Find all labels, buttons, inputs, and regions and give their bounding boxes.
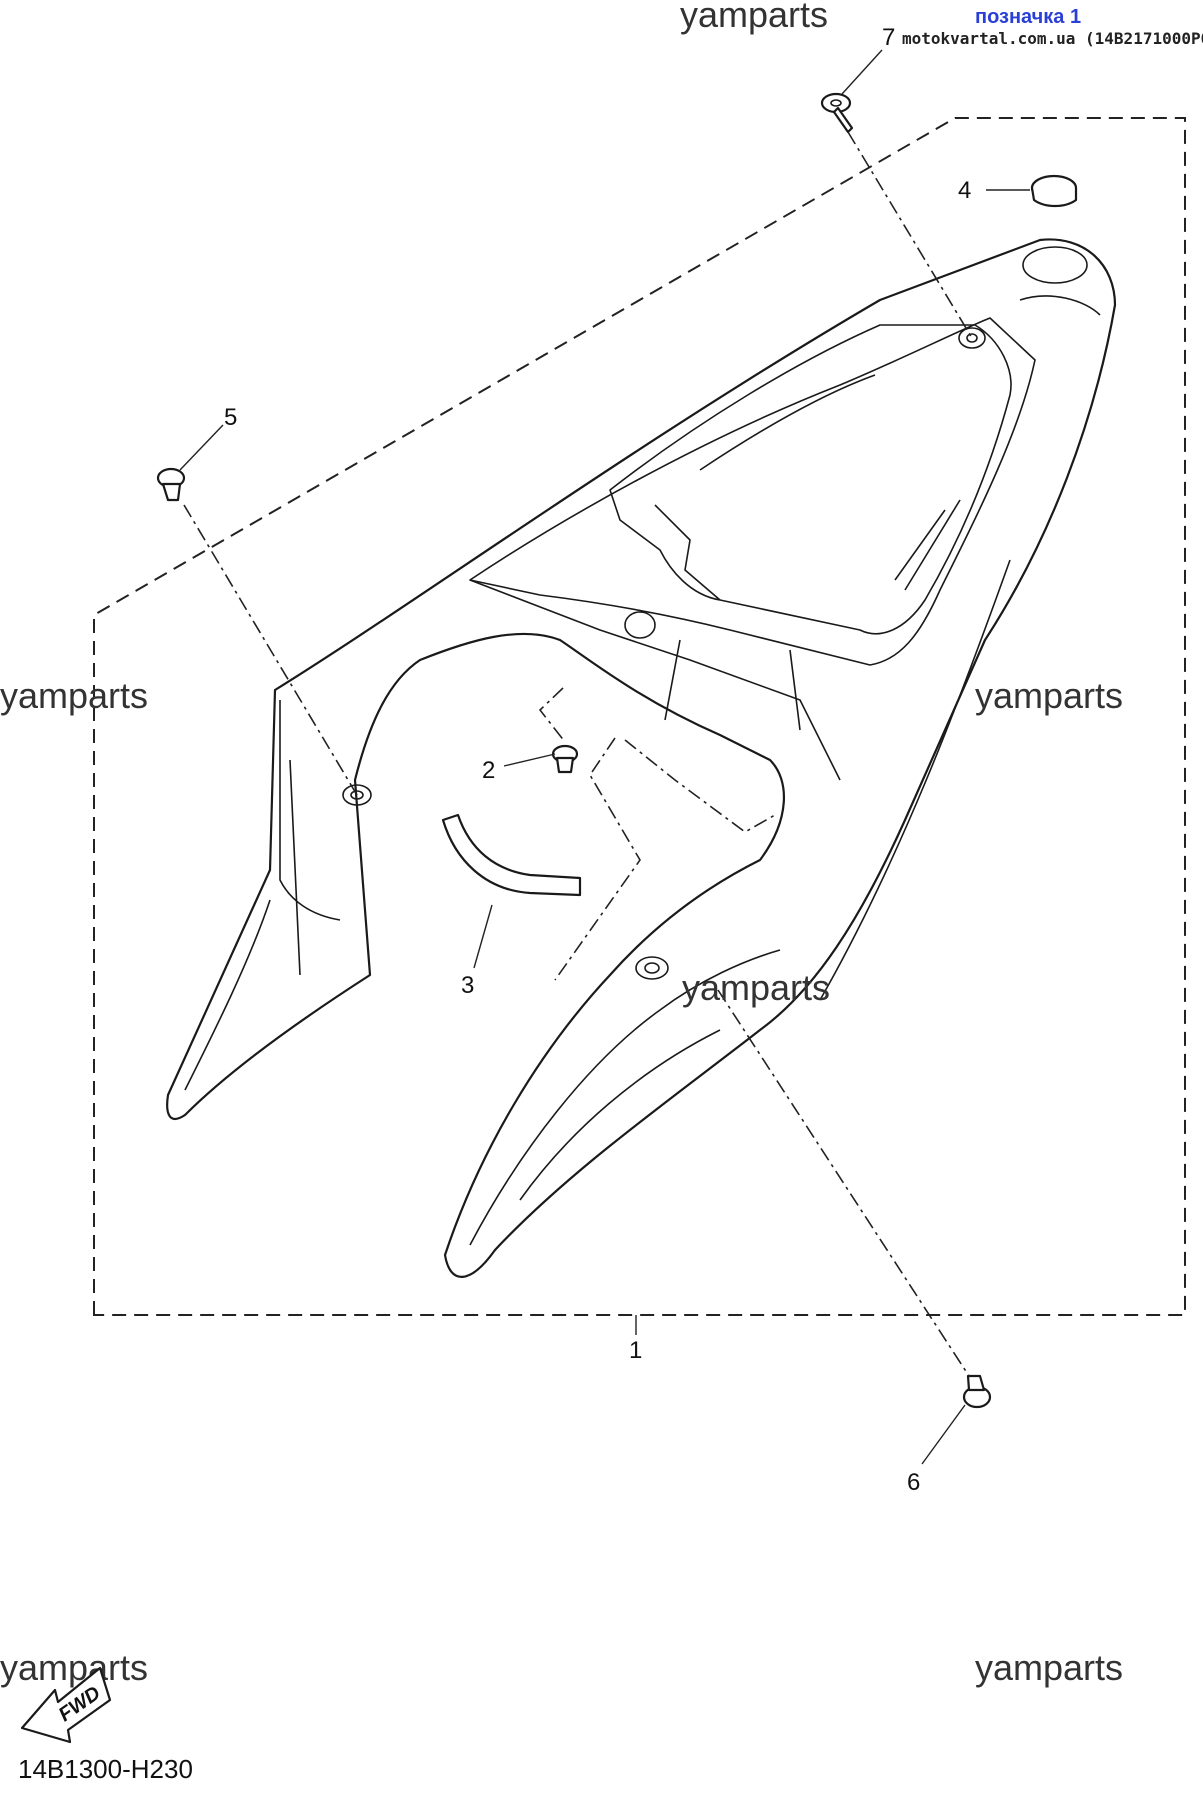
part-7-bolt <box>820 92 854 134</box>
seat-cowl <box>166 238 1117 1278</box>
part-4-cap <box>1030 174 1078 208</box>
diagram-code: 14B1300-H230 <box>18 1754 193 1784</box>
callout-4: 4 <box>958 177 971 204</box>
chain-line-2 <box>538 687 566 743</box>
watermark-bottom-left: yamparts <box>0 1647 148 1688</box>
site-reference: motokvartal.com.ua (14B2171000P0) <box>902 29 1203 48</box>
callout-6: 6 <box>907 1469 920 1496</box>
leader-5 <box>179 424 224 471</box>
chain-line-2b <box>624 739 776 833</box>
leader-6 <box>921 1404 966 1465</box>
part-3-strip <box>441 813 582 897</box>
chain-line-7 <box>847 131 973 339</box>
page-tag: позначка 1 <box>975 6 1081 28</box>
callout-5: 5 <box>224 404 237 431</box>
callout-3: 3 <box>461 972 474 999</box>
callout-2: 2 <box>482 757 495 784</box>
part-2-grommet <box>551 744 579 774</box>
callout-1: 1 <box>629 1337 642 1364</box>
part-5-rivet <box>156 467 186 502</box>
chain-line-6 <box>717 989 970 1377</box>
leader-3 <box>473 904 493 969</box>
watermark-mid-right: yamparts <box>975 675 1123 716</box>
callout-7: 7 <box>882 24 895 51</box>
watermark-mid-left: yamparts <box>0 675 148 716</box>
leader-7 <box>841 49 883 95</box>
assembly-boundary <box>93 117 1186 1316</box>
watermark-top: yamparts <box>680 0 828 35</box>
part-6-rivet <box>962 1374 992 1409</box>
watermark-center: yamparts <box>682 967 830 1008</box>
chain-line-3 <box>554 737 641 981</box>
watermark-bottom-right: yamparts <box>975 1647 1123 1688</box>
chain-line-5 <box>183 504 358 796</box>
leader-2 <box>503 753 556 767</box>
